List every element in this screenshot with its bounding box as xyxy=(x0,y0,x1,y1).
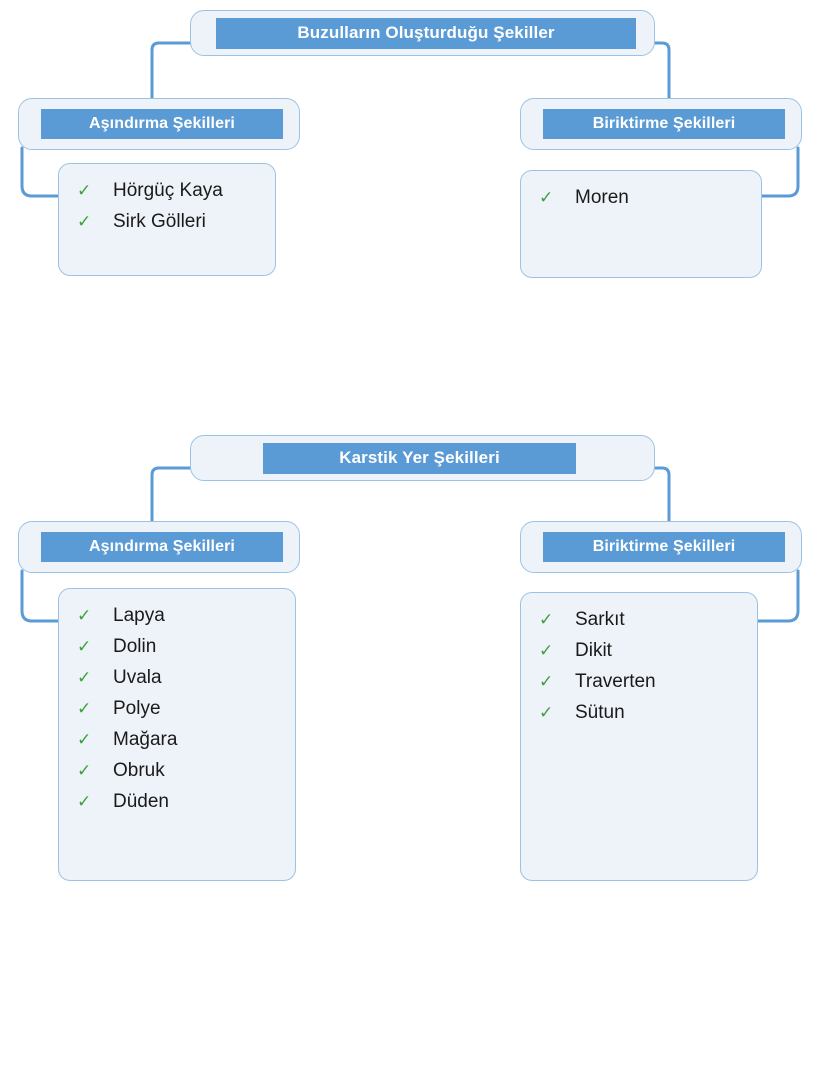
list-item-label: Sarkıt xyxy=(575,609,625,630)
list-item-label: Dikit xyxy=(575,640,612,661)
check-icon: ✓ xyxy=(77,699,92,718)
list-item[interactable]: ✓ Sirk Gölleri xyxy=(69,211,265,233)
branch-list-card-buzul-biriktirme[interactable]: ✓ Moren xyxy=(520,170,762,278)
check-icon: ✓ xyxy=(539,672,554,691)
list-item-label: Düden xyxy=(113,791,169,812)
branch-header-card-karstik-asindirma[interactable]: Aşındırma Şekilleri xyxy=(18,521,300,573)
branch-list-card-buzul-asindirma[interactable]: ✓ Hörgüç Kaya ✓ Sirk Gölleri xyxy=(58,163,276,276)
list-item[interactable]: ✓ Lapya xyxy=(69,605,285,627)
list-item[interactable]: ✓ Traverten xyxy=(531,671,747,693)
check-icon: ✓ xyxy=(77,761,92,780)
check-icon: ✓ xyxy=(77,792,92,811)
list-item[interactable]: ✓ Polye xyxy=(69,698,285,720)
check-icon: ✓ xyxy=(77,668,92,687)
list-item-label: Sütun xyxy=(575,702,625,723)
branch-list-buzul-asindirma: ✓ Hörgüç Kaya ✓ Sirk Gölleri xyxy=(69,180,265,233)
check-icon: ✓ xyxy=(77,637,92,656)
diagram-title-card-karstik[interactable]: Karstik Yer Şekilleri xyxy=(190,435,655,481)
list-item[interactable]: ✓ Mağara xyxy=(69,729,285,751)
branch-header-card-buzul-biriktirme[interactable]: Biriktirme Şekilleri xyxy=(520,98,802,150)
branch-list-card-karstik-biriktirme[interactable]: ✓ Sarkıt ✓ Dikit ✓ Traverten ✓ Sütun xyxy=(520,592,758,881)
list-item-label: Obruk xyxy=(113,760,165,781)
branch-header-bar-buzul-asindirma: Aşındırma Şekilleri xyxy=(41,109,283,139)
branch-header-bar-buzul-biriktirme: Biriktirme Şekilleri xyxy=(543,109,785,139)
list-item[interactable]: ✓ Sütun xyxy=(531,702,747,724)
list-item-label: Moren xyxy=(575,187,629,208)
list-item-label: Traverten xyxy=(575,671,656,692)
list-item[interactable]: ✓ Dolin xyxy=(69,636,285,658)
check-icon: ✓ xyxy=(539,641,554,660)
list-item[interactable]: ✓ Hörgüç Kaya xyxy=(69,180,265,202)
list-item[interactable]: ✓ Obruk xyxy=(69,760,285,782)
list-item[interactable]: ✓ Uvala xyxy=(69,667,285,689)
branch-list-card-karstik-asindirma[interactable]: ✓ Lapya ✓ Dolin ✓ Uvala ✓ Polye ✓ Mağara… xyxy=(58,588,296,881)
list-item-label: Polye xyxy=(113,698,161,719)
list-item-label: Sirk Gölleri xyxy=(113,211,206,232)
list-item[interactable]: ✓ Düden xyxy=(69,791,285,813)
list-item-label: Dolin xyxy=(113,636,157,657)
check-icon: ✓ xyxy=(539,703,554,722)
diagram-title-bar-karstik: Karstik Yer Şekilleri xyxy=(263,442,576,474)
branch-list-buzul-biriktirme: ✓ Moren xyxy=(531,187,751,209)
branch-header-card-karstik-biriktirme[interactable]: Biriktirme Şekilleri xyxy=(520,521,802,573)
list-item[interactable]: ✓ Sarkıt xyxy=(531,609,747,631)
diagram-title-bar-buzul: Buzulların Oluşturduğu Şekiller xyxy=(216,17,636,49)
list-item[interactable]: ✓ Moren xyxy=(531,187,751,209)
branch-header-bar-karstik-biriktirme: Biriktirme Şekilleri xyxy=(543,532,785,562)
list-item[interactable]: ✓ Dikit xyxy=(531,640,747,662)
check-icon: ✓ xyxy=(77,606,92,625)
check-icon: ✓ xyxy=(539,610,554,629)
list-item-label: Uvala xyxy=(113,667,162,688)
branch-header-bar-karstik-asindirma: Aşındırma Şekilleri xyxy=(41,532,283,562)
diagram-title-card-buzul[interactable]: Buzulların Oluşturduğu Şekiller xyxy=(190,10,655,56)
list-item-label: Hörgüç Kaya xyxy=(113,180,223,201)
check-icon: ✓ xyxy=(77,730,92,749)
list-item-label: Lapya xyxy=(113,605,165,626)
branch-list-karstik-biriktirme: ✓ Sarkıt ✓ Dikit ✓ Traverten ✓ Sütun xyxy=(531,609,747,724)
check-icon: ✓ xyxy=(77,212,92,231)
check-icon: ✓ xyxy=(539,188,554,207)
check-icon: ✓ xyxy=(77,181,92,200)
branch-header-card-buzul-asindirma[interactable]: Aşındırma Şekilleri xyxy=(18,98,300,150)
branch-list-karstik-asindirma: ✓ Lapya ✓ Dolin ✓ Uvala ✓ Polye ✓ Mağara… xyxy=(69,605,285,813)
list-item-label: Mağara xyxy=(113,729,178,750)
